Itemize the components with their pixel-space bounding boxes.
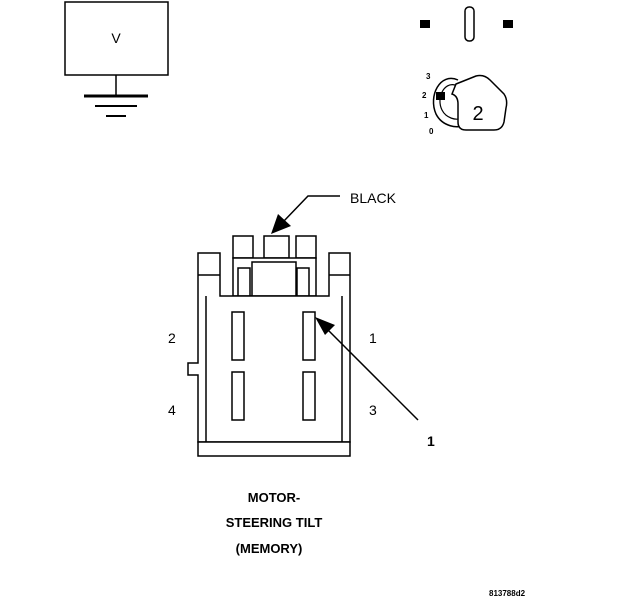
- latch-center: [263, 235, 290, 259]
- caption-line-2: STEERING TILT: [226, 515, 323, 530]
- callout-leader-line: [325, 327, 419, 421]
- housing-foot: [197, 441, 351, 457]
- color-arrowhead-icon: [271, 214, 291, 234]
- caption-line-1: MOTOR-: [248, 490, 300, 505]
- callout-arrowhead-icon: [315, 317, 335, 335]
- key-number: 2: [472, 103, 483, 125]
- key-position-1: 1: [424, 111, 429, 120]
- contact-slot-icon: [464, 6, 475, 42]
- latch-right: [295, 235, 317, 259]
- key-head-icon: [451, 74, 508, 131]
- latch-block: [251, 261, 297, 297]
- voltmeter-label: V: [111, 30, 121, 46]
- pin-label-4: 4: [168, 402, 176, 418]
- key-position-3: 3: [426, 72, 431, 81]
- key-ring-inner-icon: [439, 84, 463, 120]
- caption-line-3: (MEMORY): [236, 541, 303, 556]
- connector-color-label: BLACK: [350, 190, 397, 206]
- key-position-2: 2: [422, 91, 427, 100]
- pin-label-2: 2: [168, 330, 176, 346]
- pin-label-1: 1: [369, 330, 377, 346]
- contact-left-icon: [420, 20, 430, 28]
- contact-right-icon: [503, 20, 513, 28]
- callout-number: 1: [427, 433, 435, 449]
- cavity-1: [302, 311, 316, 361]
- cavity-4: [231, 371, 245, 421]
- pin-label-3: 3: [369, 402, 377, 418]
- color-leader-line: [282, 195, 340, 223]
- latch-left: [232, 235, 254, 259]
- key-position-marker-icon: [436, 92, 445, 100]
- voltmeter-box: [64, 1, 169, 76]
- key-position-0: 0: [429, 127, 434, 136]
- figure-id: 813788d2: [489, 589, 526, 598]
- voltmeter-symbol: V: [64, 1, 169, 117]
- cavity-2: [231, 311, 245, 361]
- cavity-3: [302, 371, 316, 421]
- pin-callout: 1: [315, 317, 435, 449]
- latch-leg-left: [237, 267, 251, 297]
- ground-icon: [84, 94, 148, 117]
- key-switch-symbol: 3 2 1 0 2: [420, 6, 513, 136]
- latch-leg-right: [296, 267, 310, 297]
- key-ring-icon: [432, 77, 467, 128]
- connector-body: [187, 235, 351, 457]
- color-callout: BLACK: [271, 190, 397, 234]
